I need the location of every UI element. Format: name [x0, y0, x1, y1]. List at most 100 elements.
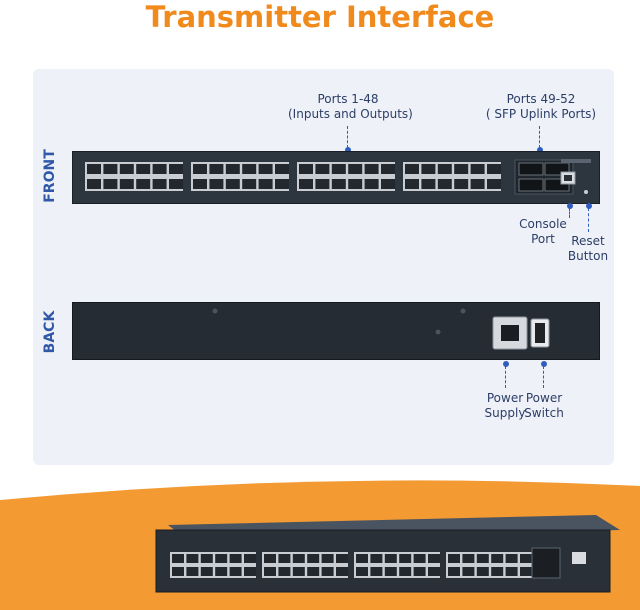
rj45-port — [356, 567, 368, 576]
rj45-port — [152, 179, 167, 189]
power-switch-title: Power — [525, 391, 563, 405]
port-group — [85, 162, 183, 191]
rj45-port — [331, 164, 346, 174]
rj45-port — [278, 554, 291, 563]
reset-leader — [588, 208, 589, 232]
rj45-port — [405, 164, 419, 174]
port-group — [170, 552, 256, 578]
port-group — [403, 162, 501, 191]
ports-1-48-title: Ports 1-48 — [317, 92, 379, 106]
rj45-port — [275, 179, 289, 189]
ports-1-48-dot — [345, 147, 351, 153]
power-inlet-socket — [501, 325, 519, 341]
rj45-port — [315, 179, 330, 189]
rj45-port — [225, 179, 240, 189]
console-dot — [567, 203, 573, 209]
rj45-port — [307, 567, 320, 576]
rj45-port — [136, 179, 151, 189]
reset-button — [584, 190, 588, 194]
reset-subtitle: Button — [567, 249, 609, 263]
rj45-port — [172, 554, 184, 563]
rj45-port — [229, 554, 242, 563]
rj45-port — [119, 164, 134, 174]
rj45-port — [520, 554, 532, 563]
rj45-port — [307, 554, 320, 563]
rj45-port — [87, 179, 101, 189]
rj45-port — [487, 164, 501, 174]
rj45-port — [103, 179, 118, 189]
console-subtitle: Port — [531, 232, 555, 246]
console-callout: Console Port — [516, 217, 570, 247]
rj45-port — [169, 164, 183, 174]
rj45-port — [505, 567, 518, 576]
rj45-port — [421, 164, 436, 174]
rj45-port — [520, 567, 532, 576]
rj45-port — [370, 554, 383, 563]
rj45-port — [421, 179, 436, 189]
console-leader — [569, 208, 570, 218]
product-hero — [0, 480, 640, 610]
rj45-port — [172, 567, 184, 576]
rj45-port — [152, 164, 167, 174]
rj45-port — [225, 164, 240, 174]
switch-back-svg — [212, 308, 550, 350]
reset-dot — [586, 203, 592, 209]
rj45-port — [476, 567, 489, 576]
power-switch-leader — [543, 366, 544, 388]
rj45-port — [413, 567, 426, 576]
rj45-port — [242, 164, 257, 174]
switch-back-image — [72, 302, 600, 360]
rj45-port — [186, 567, 199, 576]
console-port-jack — [564, 175, 572, 181]
rj45-port — [348, 164, 363, 174]
switch-front-image — [72, 151, 600, 204]
ports-1-48-subtitle: (Inputs and Outputs) — [288, 107, 413, 121]
ports-49-52-dot — [537, 147, 543, 153]
ports-49-52-title: Ports 49-52 — [506, 92, 576, 106]
rj45-port — [264, 567, 276, 576]
rj45-port — [470, 179, 485, 189]
ports-1-48-leader — [347, 126, 348, 148]
rj45-port — [331, 179, 346, 189]
hero-console — [572, 552, 586, 564]
rj45-port — [505, 554, 518, 563]
port-group — [262, 552, 348, 578]
rj45-port — [169, 179, 183, 189]
reset-callout: Reset Button — [565, 234, 611, 264]
rj45-port — [315, 164, 330, 174]
power-supply-subtitle: Supply — [484, 406, 526, 420]
port-group — [191, 162, 289, 191]
rj45-port — [336, 554, 348, 563]
rj45-port — [87, 164, 101, 174]
power-supply-callout: Power Supply — [482, 391, 528, 421]
reset-title: Reset — [571, 234, 605, 248]
hero-port-grid — [170, 552, 532, 578]
rj45-port — [381, 164, 395, 174]
rj45-port — [244, 554, 256, 563]
rj45-port — [413, 554, 426, 563]
rj45-port — [370, 567, 383, 576]
rj45-port — [119, 179, 134, 189]
rj45-port — [348, 179, 363, 189]
rj45-port — [103, 164, 118, 174]
console-title: Console — [519, 217, 567, 231]
power-switch-callout: Power Switch — [520, 391, 568, 421]
ports-49-52-leader — [539, 126, 540, 148]
model-label — [561, 159, 591, 163]
screw — [435, 329, 441, 335]
rj45-port — [258, 164, 273, 174]
rj45-port — [321, 554, 334, 563]
rj45-port — [336, 567, 348, 576]
screw — [460, 308, 466, 314]
rj45-port — [209, 164, 224, 174]
rj45-port — [209, 179, 224, 189]
rj45-port — [470, 164, 485, 174]
rj45-port — [321, 567, 334, 576]
rj45-port — [186, 554, 199, 563]
rj45-port — [364, 179, 379, 189]
ports-49-52-callout: Ports 49-52 ( SFP Uplink Ports) — [476, 92, 606, 122]
rj45-port — [437, 164, 452, 174]
front-label: FRONT — [42, 149, 58, 203]
rj45-port-grid — [85, 162, 501, 191]
rj45-port — [299, 164, 313, 174]
